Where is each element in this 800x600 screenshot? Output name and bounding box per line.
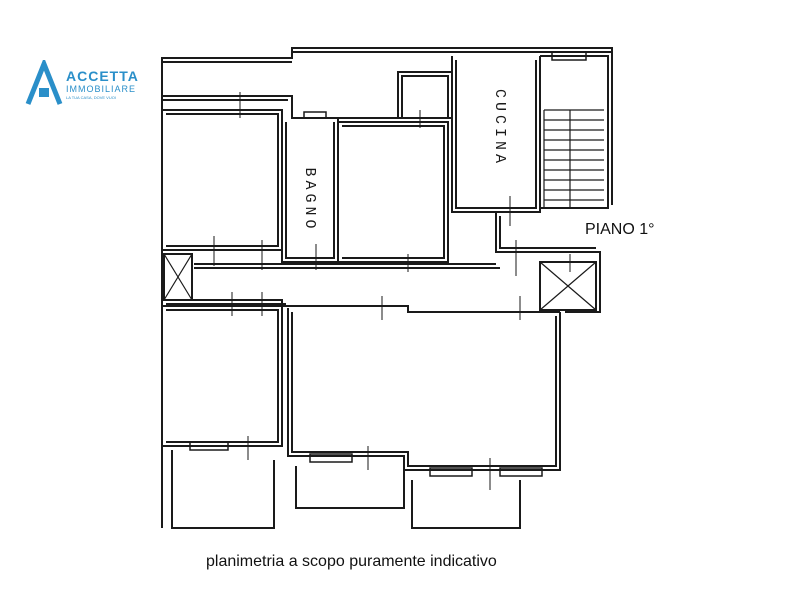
plan-caption: planimetria a scopo puramente indicativo <box>206 553 497 570</box>
tick-marks <box>213 92 571 490</box>
wall-bagno <box>281 118 339 263</box>
logo-subtitle: IMMOBILIARE <box>66 84 137 94</box>
wall-alcove-inner <box>401 75 449 118</box>
wall-left-lower-room-inner <box>166 309 279 443</box>
windows <box>189 51 587 477</box>
agency-logo: ACCETTA IMMOBILIARE LA TUA CASA, DOVE VU… <box>24 58 154 108</box>
balcony-right <box>411 480 521 529</box>
wall-left-upper-room <box>162 109 283 251</box>
logo-tagline: LA TUA CASA, DOVE VUOI <box>66 95 116 100</box>
shaft-right-cross <box>539 261 597 311</box>
shaft-right <box>539 261 597 311</box>
stair-treads <box>543 109 604 208</box>
shaft-left-cross <box>163 253 193 301</box>
logo-name: ACCETTA <box>66 68 139 84</box>
balcony-middle <box>295 466 405 509</box>
wall-stair <box>540 55 609 209</box>
wall-bagno-inner <box>285 122 335 259</box>
room-label-bagno: BAGNO <box>301 167 318 232</box>
wall-corridor-top <box>194 263 500 269</box>
room-label-cucina: CUCINA <box>491 89 508 167</box>
wall-top-ledge <box>162 95 452 119</box>
wall-living-inner <box>291 312 557 467</box>
wall-landing <box>495 212 601 313</box>
balcony-left <box>171 450 275 529</box>
wall-mid-room <box>338 121 449 263</box>
wall-living <box>287 308 561 471</box>
house-a-icon <box>25 60 63 105</box>
wall-left-lower-room <box>162 305 283 447</box>
wall-mid-room-inner <box>342 125 445 259</box>
wall-cucina-inner <box>455 60 537 209</box>
wall-alcove <box>397 71 453 118</box>
floor-label: PIANO 1° <box>585 221 655 238</box>
shaft-left <box>163 253 193 301</box>
wall-left-upper-room-inner <box>166 113 279 247</box>
wall-landing-inner <box>499 216 596 249</box>
